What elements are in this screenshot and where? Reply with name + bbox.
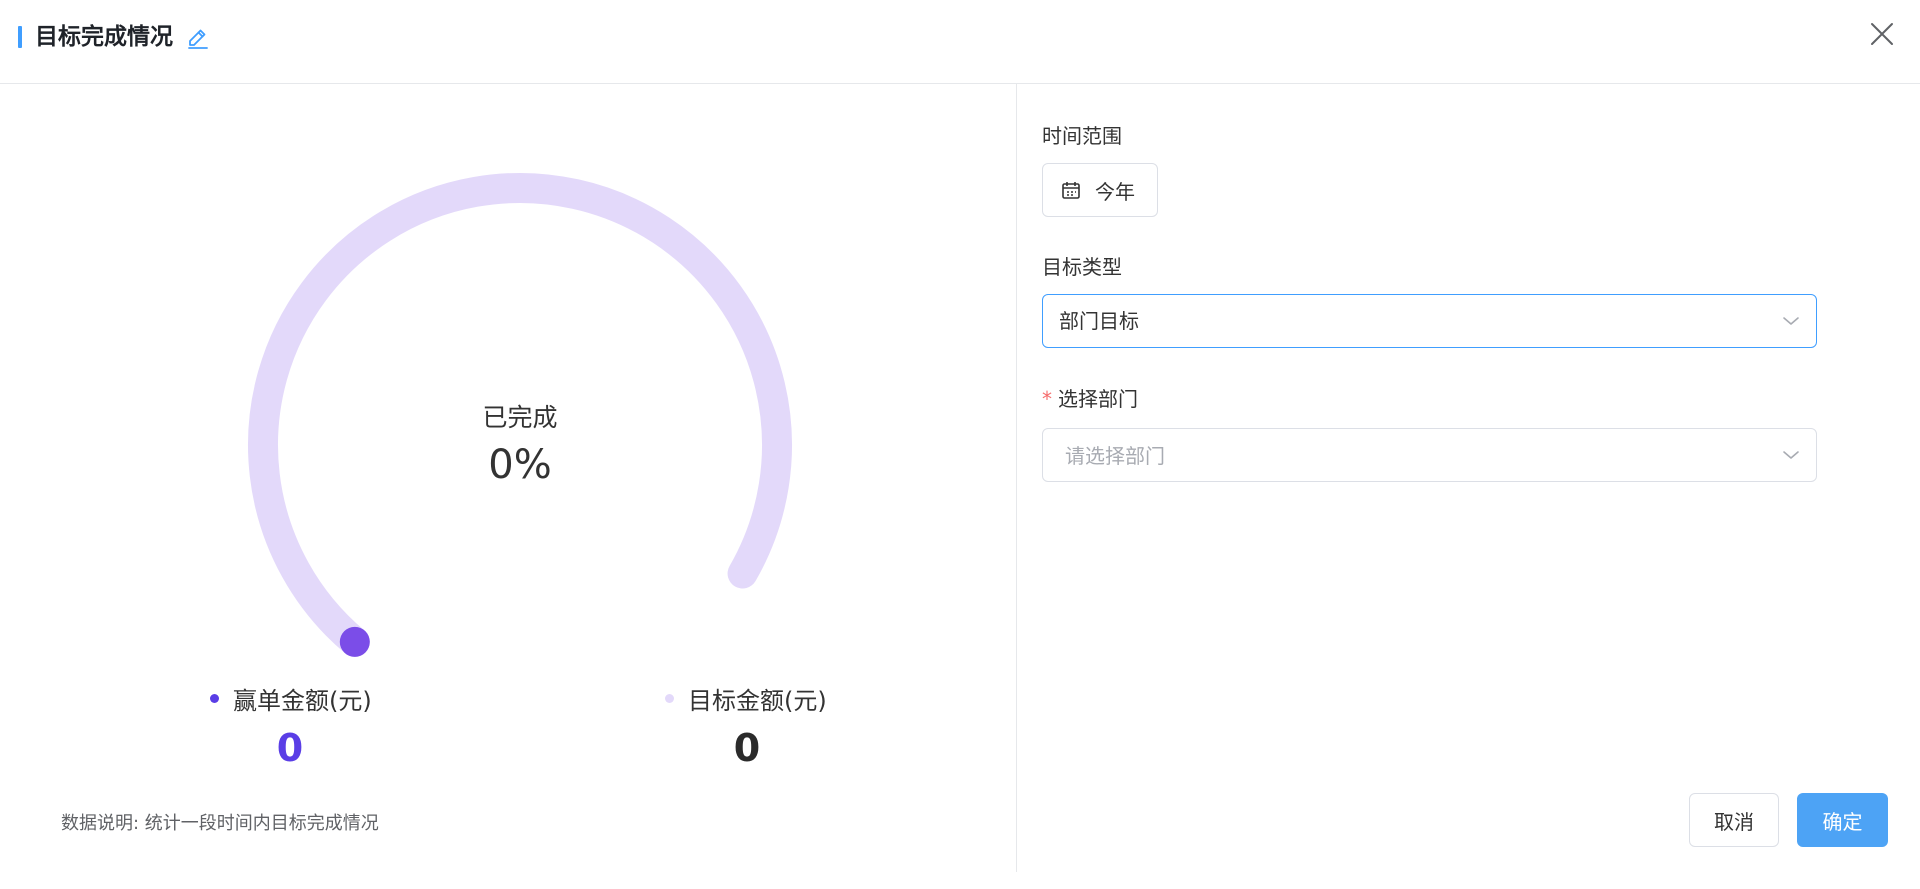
department-placeholder: 请选择部门 bbox=[1065, 444, 1165, 468]
gauge-center-label: 已完成 bbox=[482, 403, 558, 432]
won-amount-value: 0 bbox=[276, 726, 304, 770]
department-label: *选择部门 bbox=[1042, 386, 1138, 412]
legend-won-amount: 赢单金额(元) bbox=[210, 680, 372, 716]
title-accent-bar bbox=[18, 26, 22, 48]
calendar-icon bbox=[1062, 182, 1080, 199]
required-mark: * bbox=[1042, 387, 1052, 411]
close-icon[interactable] bbox=[1868, 20, 1896, 48]
chart-panel: 已完成 0% 赢单金额(元) 目标金额(元) 0 0 数据说明: 统计一段时间内… bbox=[0, 84, 1017, 872]
dialog-title: 目标完成情况 bbox=[35, 24, 173, 50]
completion-gauge bbox=[248, 173, 792, 657]
pencil-icon[interactable] bbox=[186, 26, 210, 50]
legend-target-dot bbox=[665, 693, 674, 703]
chevron-down-icon bbox=[1783, 317, 1799, 325]
target-type-select[interactable]: 部门目标 bbox=[1042, 294, 1817, 348]
target-type-label: 目标类型 bbox=[1042, 255, 1122, 279]
department-label-text: 选择部门 bbox=[1058, 387, 1138, 411]
legend-target-label: 目标金额(元) bbox=[688, 686, 827, 715]
time-range-label: 时间范围 bbox=[1042, 124, 1122, 148]
time-range-value: 今年 bbox=[1095, 179, 1135, 204]
dialog-header: 目标完成情况 bbox=[0, 0, 1920, 84]
cancel-button[interactable]: 取消 bbox=[1689, 793, 1779, 847]
time-range-picker[interactable]: 今年 bbox=[1042, 163, 1158, 217]
chevron-down-icon bbox=[1783, 451, 1799, 459]
legend-target-amount: 目标金额(元) bbox=[665, 680, 827, 716]
data-note: 数据说明: 统计一段时间内目标完成情况 bbox=[61, 813, 379, 834]
confirm-button[interactable]: 确定 bbox=[1797, 793, 1888, 847]
legend-won-label: 赢单金额(元) bbox=[233, 686, 372, 715]
target-amount-value: 0 bbox=[733, 726, 761, 770]
gauge-progress-knob bbox=[339, 626, 370, 657]
target-type-value: 部门目标 bbox=[1059, 309, 1139, 333]
legend-won-dot bbox=[210, 693, 219, 703]
department-select[interactable]: 请选择部门 bbox=[1042, 428, 1817, 482]
filter-panel: 时间范围 今年 目标类型 部门目标 *选择部门 请选择部门 bbox=[1017, 84, 1920, 872]
gauge-center-value: 0% bbox=[488, 442, 552, 488]
gauge-track bbox=[248, 173, 792, 657]
